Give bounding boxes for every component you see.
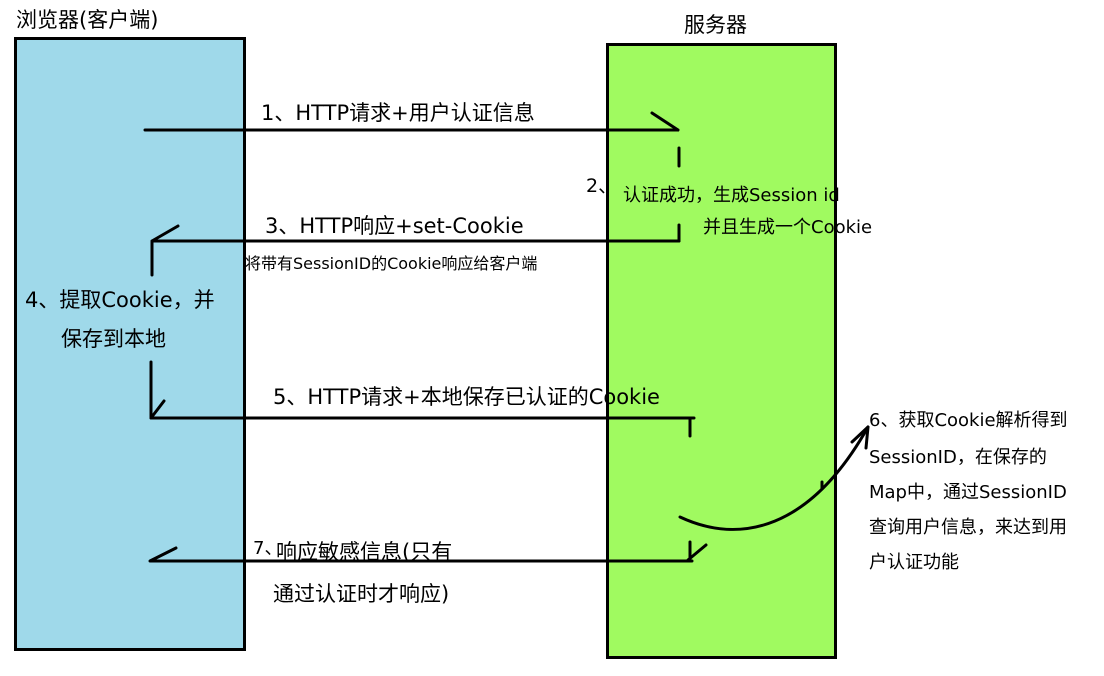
step2-line1: 认证成功，生成Session id: [623, 185, 840, 206]
step2-line2: 并且生成一个Cookie: [703, 217, 873, 238]
server-box: [606, 43, 837, 659]
arrow-step6-head: [850, 425, 870, 450]
step3-sublabel: 将带有SessionID的Cookie响应给客户端: [245, 254, 538, 273]
step2-number: 2、: [586, 175, 618, 197]
step1-label: 1、HTTP请求+用户认证信息: [261, 101, 535, 125]
step6-line5: 户认证功能: [869, 552, 959, 573]
step7-line2: 通过认证时才响应): [273, 582, 450, 606]
step5-label: 5、HTTP请求+本地保存已认证的Cookie: [273, 385, 660, 409]
browser-title: 浏览器(客户端): [16, 8, 159, 32]
step6-line1: 6、获取Cookie解析得到: [869, 410, 1068, 431]
step3-label: 3、HTTP响应+set-Cookie: [265, 214, 524, 238]
step6-line4: 查询用户信息，来达到用: [869, 517, 1067, 538]
step4-line2: 保存到本地: [61, 327, 166, 351]
server-title: 服务器: [684, 13, 747, 37]
step6-line2: SessionID，在保存的: [869, 447, 1047, 468]
step4-line1: 4、提取Cookie，并: [25, 288, 215, 312]
step7-number: 7、: [253, 538, 283, 559]
step6-line3: Map中，通过SessionID: [869, 482, 1067, 503]
step7-line1: 响应敏感信息(只有: [276, 540, 453, 564]
